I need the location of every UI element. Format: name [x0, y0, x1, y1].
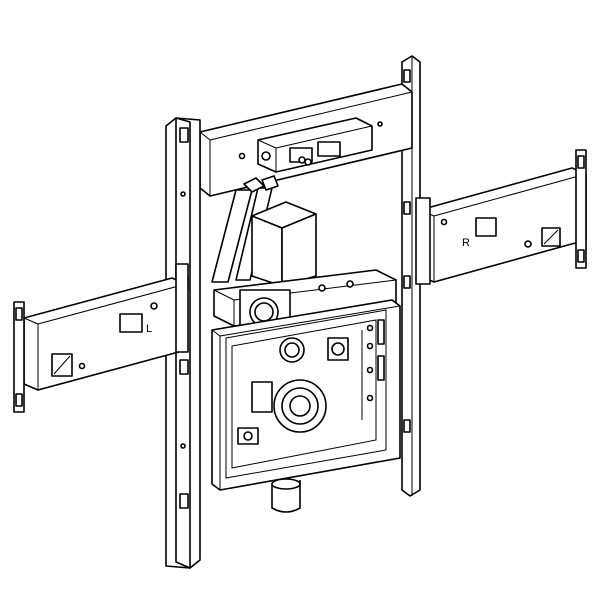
right-bracket-label-plate: [475, 217, 497, 237]
drain-outlet: [271, 478, 301, 513]
left-wall-bracket: L: [13, 263, 189, 413]
cistern-box: [211, 299, 401, 491]
top-flush-block: [257, 117, 373, 173]
right-upright: [401, 55, 421, 497]
left-bracket-label: L: [146, 323, 152, 335]
right-bracket-label: R: [462, 237, 470, 249]
actuator-housing: [251, 201, 317, 287]
left-bracket-label-plate: [119, 313, 143, 333]
right-wall-bracket: R: [415, 149, 587, 285]
